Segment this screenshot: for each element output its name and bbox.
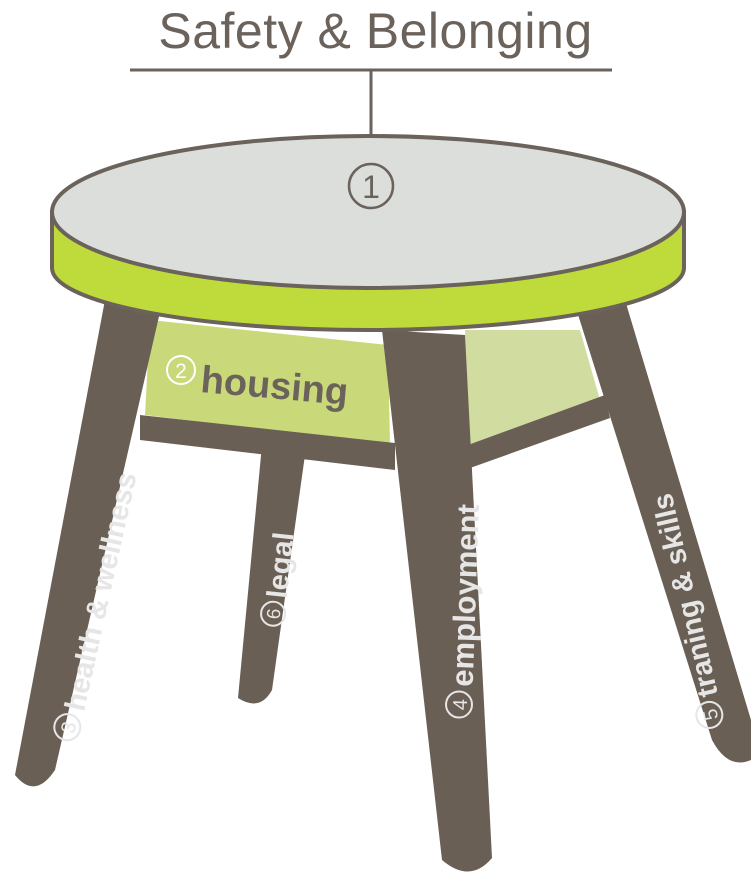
legal-number: 6 xyxy=(264,608,286,621)
legal-label: legal xyxy=(262,531,301,600)
seat-number: 1 xyxy=(362,169,380,205)
housing-number: 2 xyxy=(175,360,187,383)
employment-label: employment xyxy=(445,504,486,688)
seat-top xyxy=(52,136,684,288)
employment-number: 4 xyxy=(450,699,472,711)
